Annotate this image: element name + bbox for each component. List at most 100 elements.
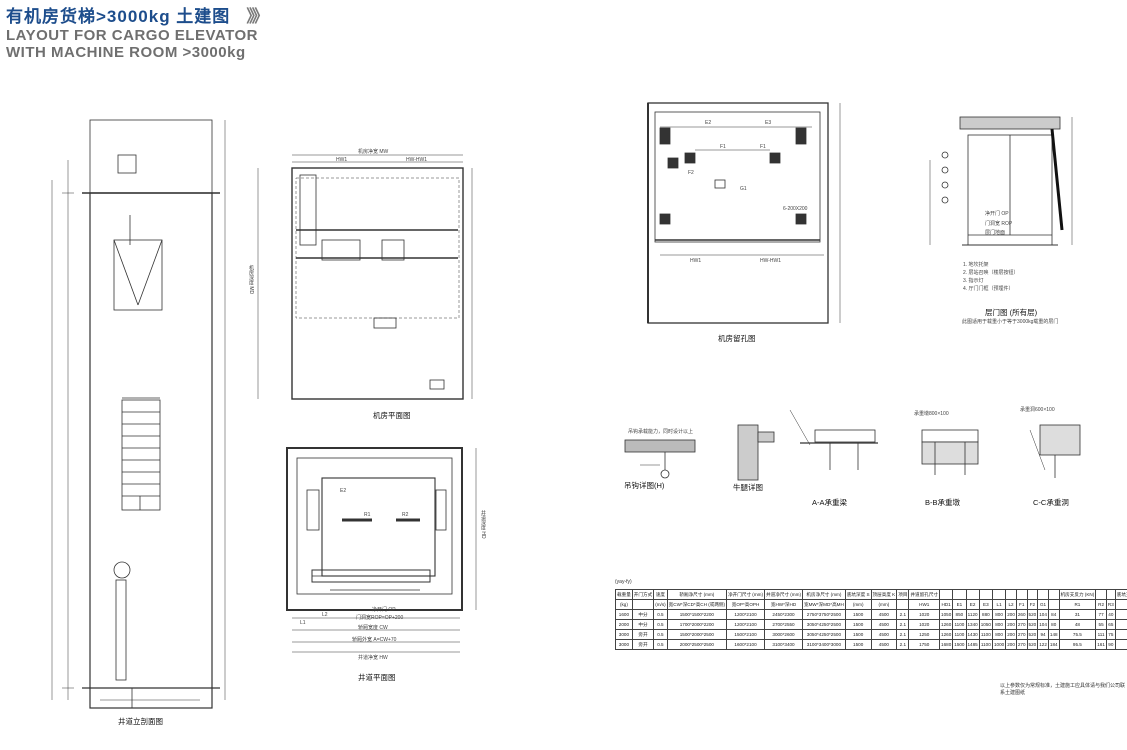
spec-table: 载重量开门方式速度轿厢净尺寸 (mm)净开门尺寸 (mm)井道净尺寸 (mm)机… — [615, 589, 1127, 650]
table-header-cell — [939, 589, 954, 600]
table-cell: 1260 — [939, 629, 954, 640]
caption-machine-room-holes: 机房留孔图 — [718, 334, 756, 343]
table-header-cell: 项目 — [896, 589, 910, 600]
table-cell: 111 — [1095, 629, 1107, 640]
landing-note: 此图适用于载重小于等于3000kg载重的层门 — [962, 319, 1059, 325]
table-subheader-cell: F1 — [1015, 599, 1028, 610]
table-cell: 4500 — [870, 629, 898, 640]
table-cell: 4500 — [870, 609, 898, 620]
table-cell: 4500 — [870, 639, 898, 650]
label-l2: L2 — [322, 612, 328, 618]
table-cell: 3100*3400*3000 — [802, 639, 846, 650]
table-cell: 270 — [1015, 629, 1028, 640]
table-header-cell — [1026, 589, 1039, 600]
double-chevron-icon: 》》 — [246, 7, 268, 26]
table-cell: 12.5 — [1114, 609, 1127, 620]
table-cell: 旁开 — [631, 639, 655, 650]
table-header-cell — [991, 589, 1007, 600]
table-cell: 148 — [1047, 629, 1060, 640]
table-subheader-cell: (m/s) — [653, 599, 668, 610]
table-cell: 2.1 — [896, 629, 910, 640]
label-hw1-holes: HW1 — [690, 258, 702, 264]
table-cell: 旁开 — [631, 629, 655, 640]
table-cell: 800 — [991, 619, 1007, 630]
table-subheader-cell: R1 — [1058, 599, 1097, 610]
label-shaft-depth: 井道深度 HD — [480, 510, 486, 539]
table-header-cell — [1015, 589, 1028, 600]
label-door-clear: 净开门 OP — [985, 211, 1009, 217]
table-cell: 0.5 — [653, 629, 668, 640]
table-cell: 880 — [978, 609, 993, 620]
title-en-line1: LAYOUT FOR CARGO ELEVATOR — [6, 27, 258, 44]
table-cell: 520 — [1026, 609, 1039, 620]
table-cell: 1500 — [952, 639, 967, 650]
table-cell: 520 — [1026, 619, 1039, 630]
table-cell: 1200*2100 — [726, 619, 766, 630]
table-header-cell: 速度 — [653, 589, 668, 600]
caption-aa: A-A承重梁 — [812, 498, 848, 507]
table-cell: 2.1 — [896, 639, 910, 650]
landing-item-4: 4. 厅门门框（预埋件） — [963, 286, 1014, 292]
cc-hole-drawing — [1029, 424, 1081, 478]
table-subheader-cell: L1 — [991, 599, 1007, 610]
table-subheader-cell: L2 — [1005, 599, 1017, 610]
table-cell: 1500 — [844, 619, 872, 630]
table-cell: 200 — [1005, 619, 1017, 630]
table-cell: 1340 — [965, 619, 980, 630]
table-subheader-cell: (kg) — [615, 599, 633, 610]
table-subheader-cell: 宽CW*深CD*高CH (或两侧) — [666, 599, 728, 610]
table-header-cell — [1105, 589, 1116, 600]
table-cell: 1500 — [844, 609, 872, 620]
table-cell: 1680 — [939, 639, 954, 650]
table-cell: 75 — [1105, 629, 1116, 640]
table-cell: 520 — [1026, 629, 1039, 640]
label-e2: E2 — [340, 488, 347, 494]
table-cell: 850 — [952, 609, 967, 620]
label-hw-hw1: HW-HW1 — [406, 157, 428, 163]
label-l1: L1 — [300, 620, 306, 626]
table-cell: 3050*4250*2500 — [802, 619, 846, 630]
table-cell: 1050 — [978, 619, 993, 630]
caption-machine-room-plan: 机房平面图 — [373, 411, 411, 420]
table-cell: 122 — [1037, 639, 1049, 650]
label-hw-hw1-holes: HW-HW1 — [760, 258, 782, 264]
table-cell: 2.1 — [896, 619, 910, 630]
label-f2: F2 — [688, 170, 694, 176]
label-r2: R2 — [402, 512, 409, 518]
machine-room-holes-drawing — [647, 102, 841, 324]
table-subheader-cell: 宽OP*高OPH — [726, 599, 766, 610]
table-cell: 800 — [991, 609, 1007, 620]
table-cell: 200 — [1005, 609, 1017, 620]
table-cell: 270 — [1015, 619, 1028, 630]
table-header-cell: 载重量 — [615, 589, 633, 600]
shaft-plan-drawing — [286, 447, 477, 653]
table-note: 以上参数仅为常规标准，土建施工应具体请与我们公司联系土建图纸 — [1000, 683, 1126, 696]
hook-detail-drawing — [624, 439, 696, 479]
label-e3: E3 — [765, 120, 772, 126]
table-cell: 95.5 — [1058, 639, 1097, 650]
table-cell: 1500 — [844, 639, 872, 650]
table-subheader-cell: HW1 — [908, 599, 941, 610]
table-cell: 1500 — [844, 629, 872, 640]
table-subheader-cell: E1 — [952, 599, 967, 610]
table-cell: 1430 — [965, 629, 980, 640]
table-cell: 29.7 — [1114, 639, 1127, 650]
table-cell: 1120 — [965, 609, 980, 620]
table-cell: 2450*2300 — [764, 609, 803, 620]
table-cell: 1260 — [939, 619, 954, 630]
caption-cc: C-C承重洞 — [1033, 498, 1069, 507]
label-6200: 6-200X200 — [783, 206, 808, 212]
table-subheader-cell: F2 — [1026, 599, 1039, 610]
label-g1: G1 — [740, 186, 747, 192]
table-subheader-cell: HD1 — [939, 599, 954, 610]
table-subheader-cell: R3 — [1105, 599, 1116, 610]
table-header-cell — [952, 589, 967, 600]
table-header-cell: 底坑深度 S — [844, 589, 872, 600]
table-cell: 104 — [1037, 609, 1049, 620]
title-cn: 有机房货梯>3000kg 土建图》》 — [6, 7, 269, 26]
table-cell: 48 — [1058, 619, 1097, 630]
caption-bb: B-B承重墩 — [925, 498, 961, 507]
table-header-cell: 井道净尺寸 (mm) — [764, 589, 803, 600]
